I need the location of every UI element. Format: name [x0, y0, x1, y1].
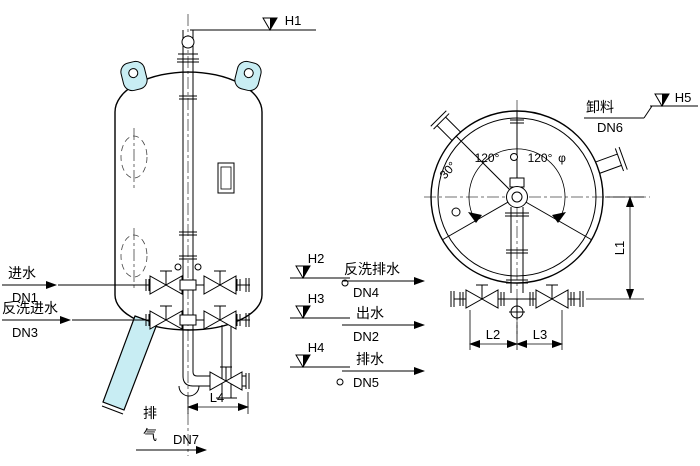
outlet-dn-label: DN2	[353, 329, 379, 344]
h2-level-symbol: H2	[290, 251, 350, 287]
inlet-manifold	[58, 270, 250, 295]
discharge-label: 卸料	[586, 99, 614, 115]
discharge-port-label: 卸料 DN6	[584, 99, 653, 135]
dim-h4-label: H4	[308, 340, 325, 355]
phi-symbol-label: φ	[558, 151, 566, 165]
rim-nozzle-icon	[451, 207, 461, 217]
drain-trap	[178, 385, 200, 397]
backwash-manifold	[72, 305, 250, 330]
exhaust-port-label: 排 气 DN7	[136, 405, 207, 454]
dim-h2-label: H2	[308, 251, 325, 266]
flange-stub-upper-left	[430, 110, 461, 141]
dim-h1-label: H1	[285, 13, 302, 28]
inlet-dn-label: DN1	[12, 290, 38, 305]
dim-l1-label: L1	[612, 241, 627, 255]
center-shaft	[506, 177, 528, 208]
distributor-port-icon	[174, 263, 182, 271]
dim-h3-label: H3	[308, 291, 325, 306]
backwash-inlet-label: 反洗进水	[2, 300, 58, 316]
h1-level-symbol: H1	[190, 13, 316, 31]
gate-valve-icon	[149, 270, 183, 295]
nameplate	[217, 162, 235, 194]
backwash-drain-label: 反洗排水	[344, 261, 400, 277]
arc-arrowhead-icon	[552, 212, 566, 223]
manhole-lower	[120, 228, 148, 288]
dim-l3-label: L3	[533, 327, 547, 342]
gate-valve-icon	[535, 284, 569, 309]
angle-dimension-arc: 120° 120° φ 30°	[437, 148, 566, 223]
backwash-inlet-dn-label: DN3	[12, 325, 38, 340]
lifting-lug-right	[234, 60, 262, 92]
gate-valve-icon	[203, 270, 237, 295]
manhole-upper	[120, 128, 148, 188]
h3-level-symbol: H3	[290, 291, 350, 319]
drain-label: 排水	[356, 351, 384, 367]
exhaust-label-char1: 排	[143, 405, 157, 421]
outlet-label: 出水	[356, 305, 384, 321]
gate-valve-icon	[149, 305, 183, 330]
dim-l2-label: L2	[486, 327, 500, 342]
lifting-ring-icon	[181, 35, 195, 49]
level-triangle-icon	[262, 17, 278, 31]
bottom-drain-assembly	[178, 330, 250, 397]
level-triangle-icon	[295, 265, 311, 279]
outlet-port-label: 出水 DN2	[342, 305, 425, 344]
drain-port-label: 排水 DN5	[342, 351, 425, 390]
level-triangle-icon	[295, 354, 311, 368]
elevation-view: H1	[58, 13, 350, 456]
h5-level-symbol: H5	[650, 90, 698, 107]
plan-valve-manifold	[450, 284, 584, 320]
exhaust-label-char2: 气	[143, 427, 157, 443]
l2-l3-dimension: L2 L3	[469, 310, 563, 350]
center-handwheel-icon	[509, 299, 525, 320]
tee-fitting	[179, 314, 197, 326]
lifting-lug-left	[120, 60, 148, 92]
backwash-drain-dn-label: DN4	[353, 285, 379, 300]
l1-dimension: L1	[586, 196, 644, 300]
arc-arrowhead-icon	[468, 212, 482, 223]
support-leg-right	[216, 323, 237, 399]
bolt-circle-dot-icon	[510, 153, 518, 161]
backwash-drain-port-label: 反洗排水 DN4	[342, 261, 425, 300]
level-triangle-icon	[295, 305, 311, 319]
drain-valve-icon	[209, 366, 243, 391]
drain-dn-label: DN5	[353, 375, 379, 390]
backwash-inlet-port-label: 反洗进水 DN3	[2, 300, 71, 340]
plan-down-pipe	[505, 207, 529, 293]
gate-valve-icon	[465, 284, 499, 309]
inlet-port-label: 进水 DN1	[2, 265, 57, 305]
angle-left-label: 120°	[475, 151, 500, 165]
top-pipe	[177, 30, 199, 63]
l4-dimension: L4	[187, 390, 249, 414]
angle-right-label: 120°	[528, 151, 553, 165]
exhaust-dn-label: DN7	[173, 432, 199, 447]
discharge-dn-label: DN6	[597, 120, 623, 135]
distributor-port-icon	[194, 263, 202, 271]
level-triangle-icon	[654, 93, 670, 107]
plan-view: 120° 120° φ 30°	[424, 90, 698, 350]
discharge-chute	[101, 315, 158, 415]
gate-valve-icon	[203, 305, 237, 330]
inlet-label: 进水	[8, 265, 36, 281]
tee-fitting	[179, 279, 197, 291]
vessel-body	[114, 71, 263, 331]
reference-dot-icon	[336, 378, 344, 386]
dim-l4-label: L4	[210, 390, 224, 405]
dim-h5-label: H5	[675, 90, 692, 105]
h4-level-symbol: H4	[290, 340, 350, 386]
discharge-nozzle-stub	[595, 146, 628, 174]
